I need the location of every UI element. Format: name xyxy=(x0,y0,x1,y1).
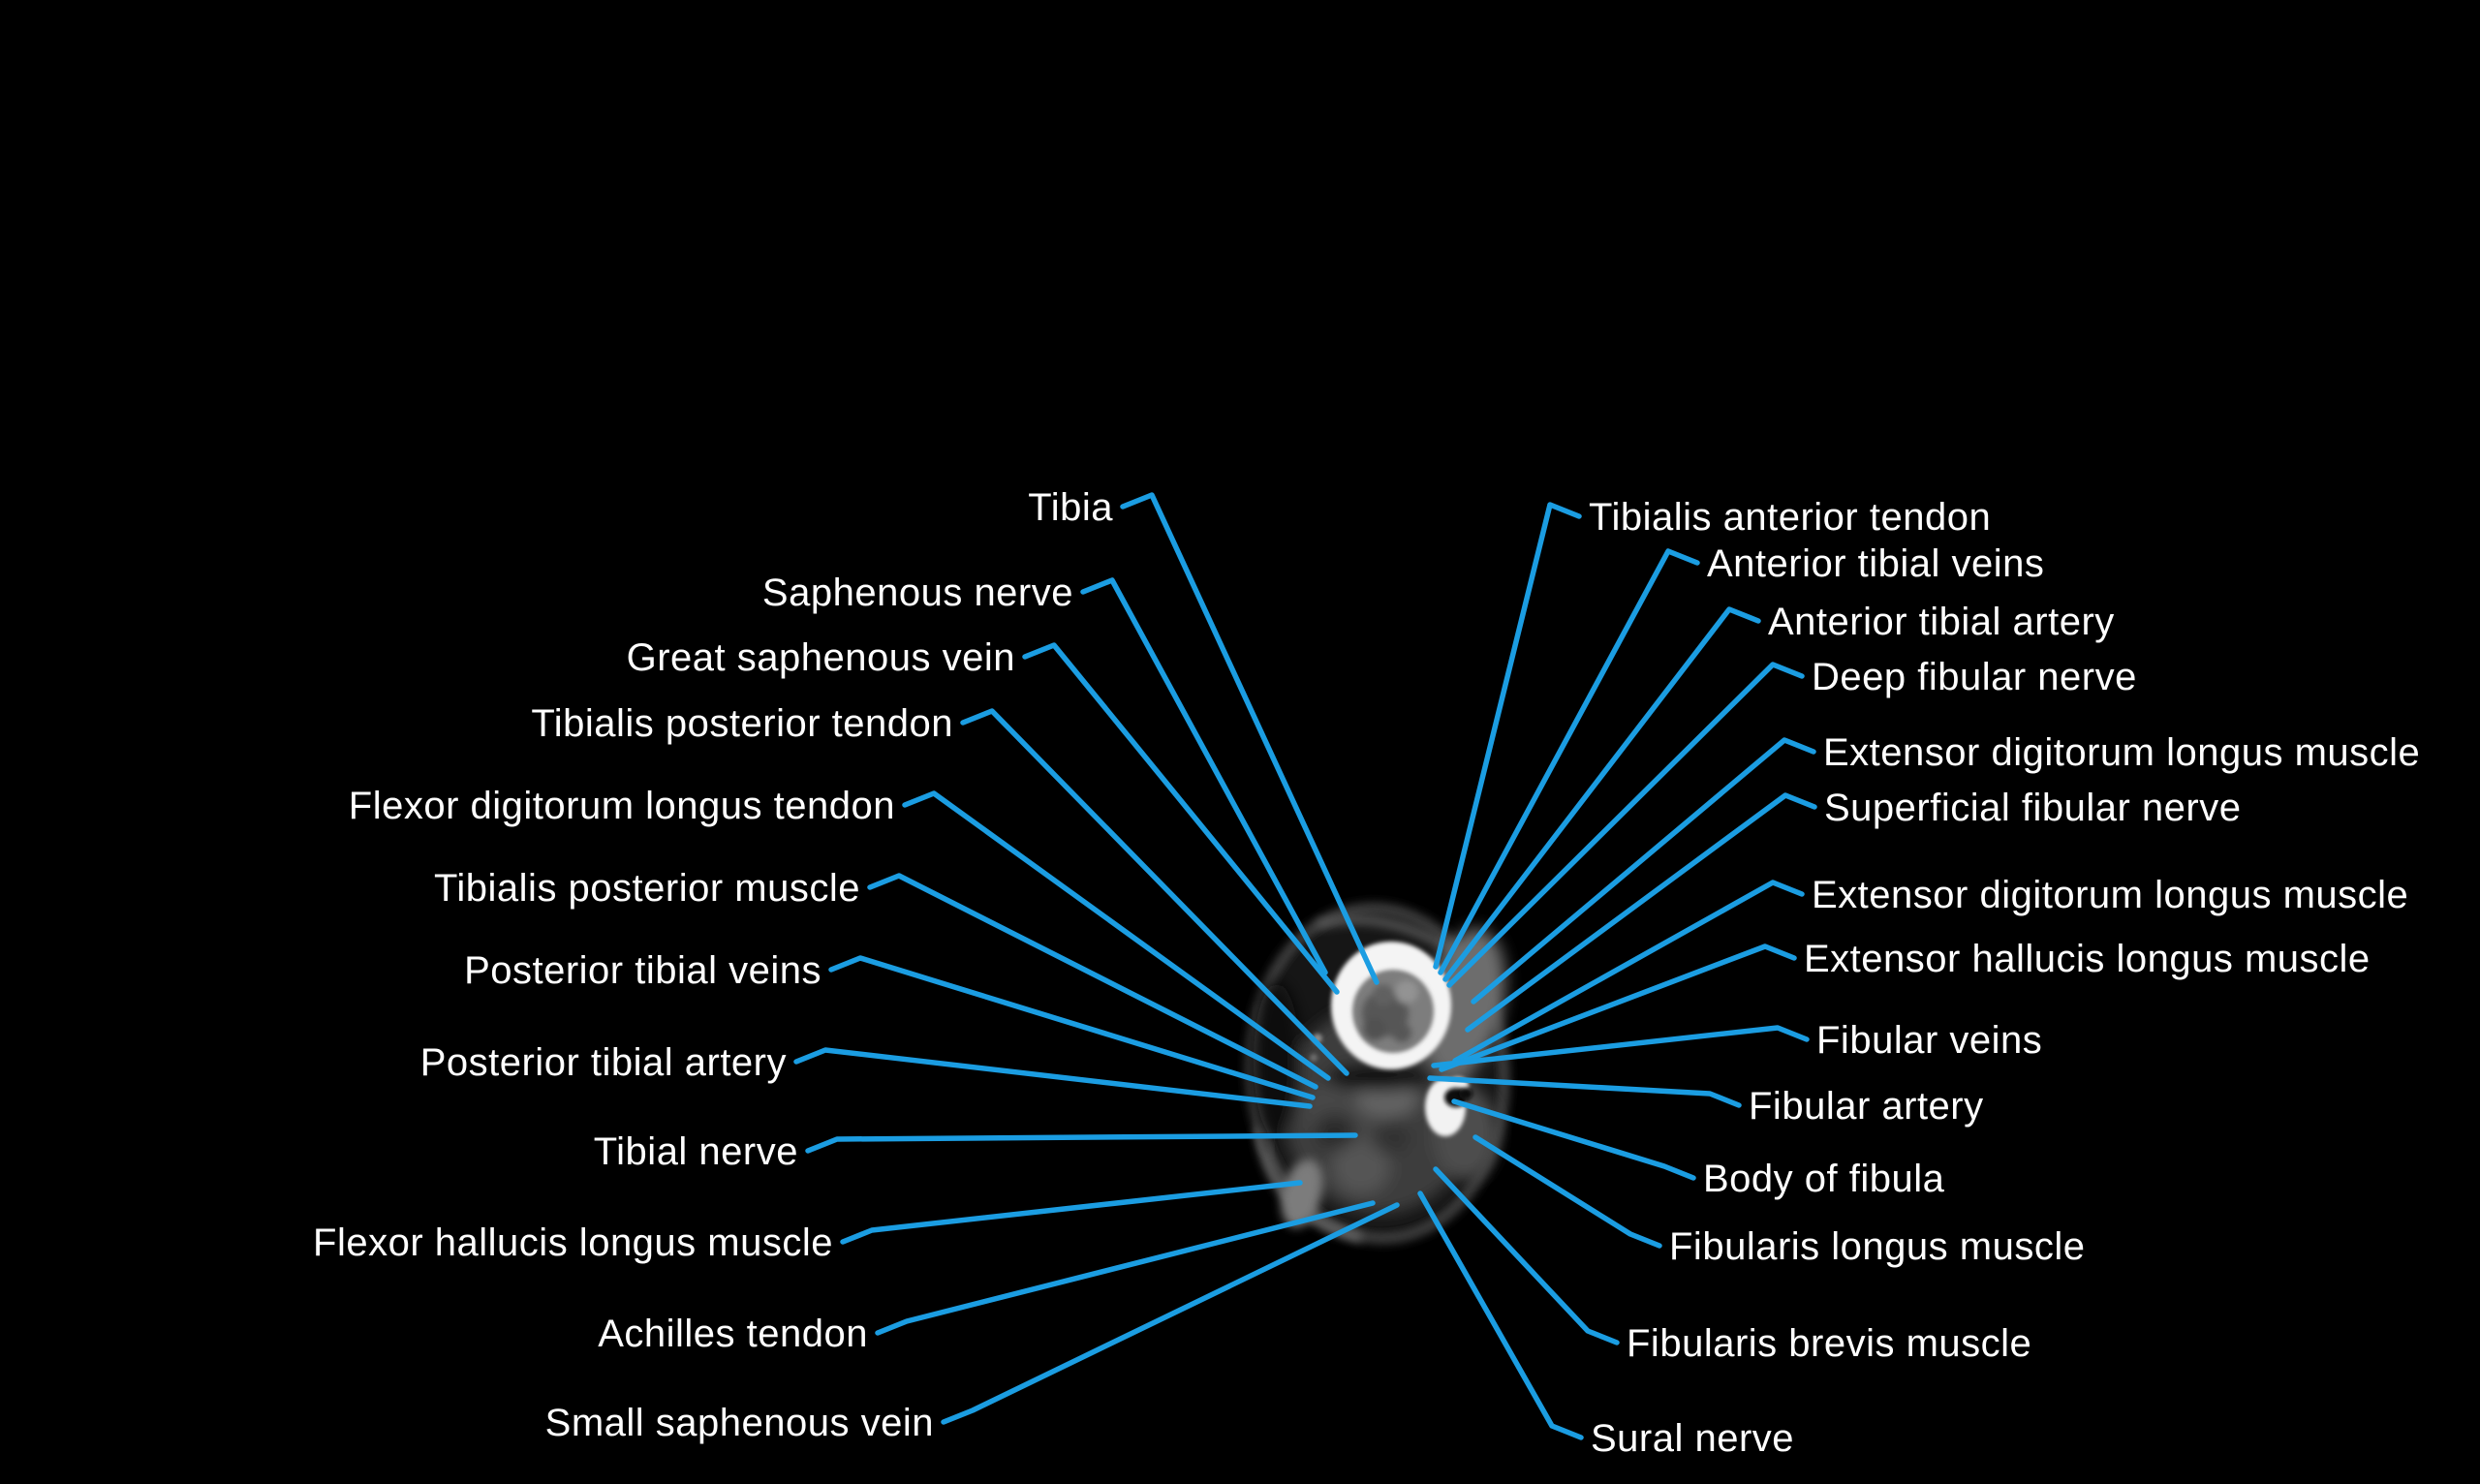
label-fibular-artery: Fibular artery xyxy=(1749,1085,1984,1128)
label-extensor-digitorum-longus-muscle: Extensor digitorum longus muscle xyxy=(1812,874,2408,916)
label-posterior-tibial-veins: Posterior tibial veins xyxy=(464,949,822,992)
tibia-bone xyxy=(1331,942,1451,1069)
label-flexor-hallucis-longus-muscle: Flexor hallucis longus muscle xyxy=(313,1221,833,1264)
leader-line-fibularis-brevis-muscle xyxy=(1433,1166,1620,1345)
label-saphenous-nerve: Saphenous nerve xyxy=(762,572,1073,614)
label-fibularis-brevis-muscle: Fibularis brevis muscle xyxy=(1627,1322,2031,1365)
leader-line-saphenous-nerve xyxy=(1080,577,1328,975)
label-great-saphenous-vein: Great saphenous vein xyxy=(627,636,1015,679)
label-achilles-tendon: Achilles tendon xyxy=(598,1313,868,1355)
label-tibialis-posterior-tendon: Tibialis posterior tendon xyxy=(531,702,953,745)
label-tibia: Tibia xyxy=(1028,486,1113,529)
achilles-region-blob xyxy=(1281,1159,1323,1228)
leader-line-fibularis-longus-muscle xyxy=(1472,1134,1662,1249)
leader-line-great-saphenous-vein xyxy=(1022,642,1340,995)
label-tibialis-posterior-muscle: Tibialis posterior muscle xyxy=(434,867,860,910)
label-anterior-tibial-artery: Anterior tibial artery xyxy=(1768,601,2115,643)
label-anterior-tibial-veins: Anterior tibial veins xyxy=(1707,542,2044,585)
label-sural-nerve: Sural nerve xyxy=(1591,1417,1794,1460)
leader-line-tibia xyxy=(1120,492,1380,985)
label-posterior-tibial-artery: Posterior tibial artery xyxy=(420,1041,787,1084)
label-tibialis-anterior-tendon: Tibialis anterior tendon xyxy=(1589,496,1991,539)
label-small-saphenous-vein: Small saphenous vein xyxy=(545,1402,934,1444)
label-tibial-nerve: Tibial nerve xyxy=(594,1130,798,1173)
label-body-of-fibula: Body of fibula xyxy=(1703,1158,1945,1200)
leader-line-body-of-fibula xyxy=(1451,1098,1696,1181)
label-superficial-fibular-nerve: Superficial fibular nerve xyxy=(1824,787,2242,829)
leader-line-tibial-nerve xyxy=(805,1132,1358,1154)
leader-line-achilles-tendon xyxy=(875,1200,1376,1336)
leader-line-posterior-tibial-veins xyxy=(828,955,1316,1100)
leader-line-sural-nerve xyxy=(1417,1190,1584,1440)
label-fibular-veins: Fibular veins xyxy=(1816,1019,2042,1062)
leader-line-tibialis-posterior-tendon xyxy=(960,708,1349,1076)
leader-line-tibialis-posterior-muscle xyxy=(867,873,1318,1090)
ct-axial-image xyxy=(1246,903,1509,1244)
leader-lines xyxy=(793,492,1817,1440)
leader-line-tibialis-anterior-tendon xyxy=(1433,502,1582,970)
label-extensor-digitorum-longus-muscle: Extensor digitorum longus muscle xyxy=(1823,731,2420,774)
label-extensor-hallucis-longus-muscle: Extensor hallucis longus muscle xyxy=(1804,938,2371,980)
leader-line-flexor-hallucis-longus-muscle xyxy=(840,1180,1303,1245)
leader-line-deep-fibular-nerve xyxy=(1446,662,1805,988)
label-deep-fibular-nerve: Deep fibular nerve xyxy=(1812,656,2137,698)
leader-line-anterior-tibial-veins xyxy=(1438,548,1700,975)
label-fibularis-longus-muscle: Fibularis longus muscle xyxy=(1669,1225,2085,1268)
leader-line-fibular-artery xyxy=(1427,1075,1742,1108)
leader-line-extensor-digitorum-longus-muscle xyxy=(1471,737,1816,1005)
leader-line-flexor-digitorum-longus-tendon xyxy=(902,790,1331,1081)
leader-line-anterior-tibial-artery xyxy=(1442,606,1761,982)
leader-line-posterior-tibial-artery xyxy=(793,1047,1313,1109)
leader-line-superficial-fibular-nerve xyxy=(1465,792,1817,1033)
leader-line-extensor-digitorum-longus-muscle xyxy=(1452,880,1805,1064)
leader-line-fibular-veins xyxy=(1431,1025,1810,1068)
leader-line-extensor-hallucis-longus-muscle xyxy=(1439,943,1797,1072)
label-flexor-digitorum-longus-tendon: Flexor digitorum longus tendon xyxy=(349,785,895,827)
leader-line-small-saphenous-vein xyxy=(941,1202,1400,1425)
fibula-bone xyxy=(1425,1077,1472,1136)
